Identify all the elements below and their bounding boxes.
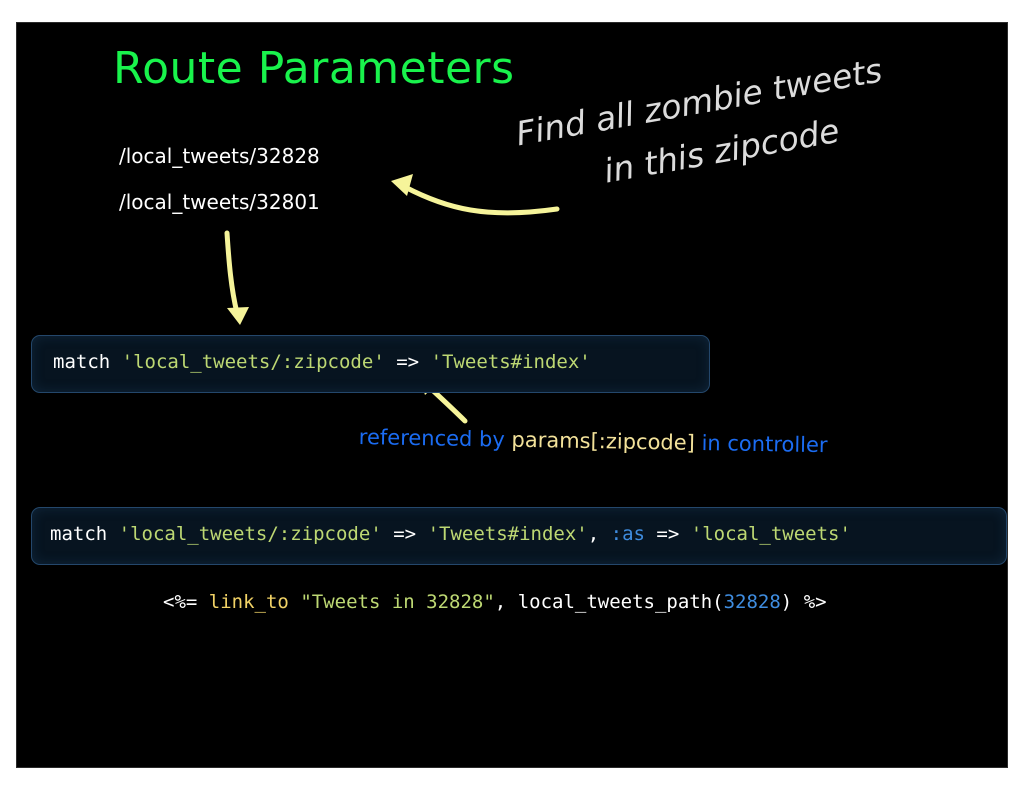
code-keyword: match (53, 351, 111, 373)
slide: Route Parameters /local_tweets/32828 /lo… (16, 22, 1008, 768)
named-route-code-box: match 'local_tweets/:zipcode' => 'Tweets… (31, 507, 1007, 565)
code-arrow: => (393, 523, 417, 545)
code-arrow: => (656, 523, 680, 545)
arrow-note-to-url-icon (402, 184, 560, 216)
named-route-code-line: match 'local_tweets/:zipcode' => 'Tweets… (50, 523, 851, 545)
code-route-string: 'local_tweets/:zipcode' (121, 351, 385, 373)
code-target-string: 'Tweets#index' (430, 351, 591, 373)
slide-title: Route Parameters (113, 43, 515, 94)
arrowhead-down-icon (227, 307, 249, 325)
erb-link-text: "Tweets in 32828" (300, 591, 495, 613)
url-example-2: /local_tweets/32801 (119, 190, 320, 214)
erb-close-tag: %> (803, 591, 827, 613)
code-route-string: 'local_tweets/:zipcode' (118, 523, 382, 545)
erb-code-line: <%= link_to "Tweets in 32828", local_twe… (163, 591, 827, 613)
arrows-layer (224, 174, 560, 424)
code-name-string: 'local_tweets' (690, 523, 851, 545)
code-keyword: match (50, 523, 108, 545)
url-example-1: /local_tweets/32828 (119, 144, 320, 168)
erb-path-call: local_tweets_path( (517, 591, 724, 613)
code-comma: , (587, 523, 600, 545)
erb-close-paren: ) (780, 591, 793, 613)
code-target-string: 'Tweets#index' (427, 523, 588, 545)
arrowhead-left-icon (391, 174, 413, 196)
reference-param: params[:zipcode] (511, 427, 696, 455)
erb-helper: link_to (208, 591, 289, 613)
reference-suffix: in controller (701, 430, 828, 458)
code-arrow: => (396, 351, 420, 373)
code-as-symbol: :as (610, 523, 645, 545)
erb-open-tag: <%= (163, 591, 198, 613)
arrow-url-to-route-icon (224, 230, 240, 316)
route-code-line: match 'local_tweets/:zipcode' => 'Tweets… (53, 351, 591, 373)
route-code-box: match 'local_tweets/:zipcode' => 'Tweets… (31, 335, 710, 393)
erb-arg: 32828 (723, 591, 781, 613)
erb-comma: , (494, 591, 507, 613)
reference-prefix: referenced by (358, 425, 506, 452)
